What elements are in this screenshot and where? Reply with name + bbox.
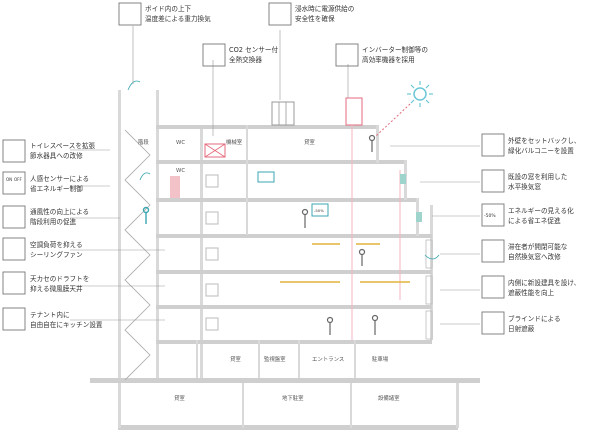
motion-sensor-icon	[2, 171, 26, 195]
void-icon	[118, 2, 142, 26]
flood-power-line2: 安全性を確保	[295, 14, 335, 23]
void-ventilation-line1: ボイド内の上下	[145, 4, 192, 13]
sun-icon	[413, 87, 427, 101]
building-structure	[90, 80, 480, 430]
co2-line1: CO2 センサー付	[229, 45, 278, 54]
room-labels: 階段 WC WC 機械室 貸室 貸室 監視盤室 エントランス 駐車場 貸室 地下…	[138, 138, 400, 402]
room-rental-top: 貸室	[304, 138, 315, 146]
room-stair: 階段	[138, 138, 149, 146]
co2-line2: 全熱交換器	[229, 55, 262, 64]
void-ventilation-line2: 温度差による重力換気	[145, 14, 211, 23]
monitor-percent-label: -50%	[314, 208, 324, 213]
ceiling-fan-line2: シーリングファン	[30, 250, 83, 259]
blind-line1: ブラインドによる	[508, 314, 561, 323]
ceiling-fan-icon	[2, 237, 26, 261]
percent-label: -50%	[484, 213, 496, 219]
room-entrance: エントランス	[312, 356, 344, 363]
energy-monitor-icon	[481, 203, 505, 227]
flood-power-icon	[268, 2, 292, 26]
draft-ceiling-line2: 抑える微風膜天井	[30, 284, 83, 293]
toilet-icon	[2, 139, 26, 163]
room-wc: WC	[176, 140, 185, 146]
draft-ceiling-line1: 天カセのドラフトを	[30, 275, 89, 283]
room-rental-1f: 貸室	[230, 355, 241, 363]
inverter-line1: インバーター制御等の	[362, 45, 428, 54]
blind-line2: 日射遮蔽	[508, 324, 535, 333]
motion-sensor-line2: 省エネルギー制御	[30, 184, 83, 193]
annotation-icons	[2, 2, 505, 335]
motion-sensor-line1: 人感センサーによる	[30, 174, 89, 183]
greenery-icon	[481, 133, 505, 157]
natural-window-line2: 自然換気窓へ改修	[508, 252, 561, 261]
room-equipment: 設備諸室	[378, 394, 400, 402]
flood-power-line1: 浸水時に電源供給の	[295, 4, 354, 13]
stairs-line1: 通風性の向上による	[30, 207, 89, 216]
on-label: ON	[6, 177, 12, 182]
off-label: OFF	[14, 177, 22, 182]
kitchen-line2: 自由自在にキッチン設置	[30, 320, 103, 329]
room-monitor: 監視盤室	[264, 355, 286, 363]
shading-line1: 内側に新設建具を設け、	[508, 278, 580, 287]
horizontal-window-line2: 水平換気窓	[508, 182, 541, 191]
annotation-text: ボイド内の上下 温度差による重力換気 浸水時に電源供給の 安全性を確保 CO2 …	[30, 4, 581, 333]
kitchen-icon	[2, 307, 26, 331]
setback-line2: 緑化バルコニーを設置	[508, 146, 574, 155]
energy-visual-line1: エネルギーの見える化	[508, 206, 574, 215]
inverter-icon	[335, 43, 359, 67]
draft-ceiling-icon	[2, 271, 26, 295]
window-icon	[481, 169, 505, 193]
natural-window-icon	[481, 239, 505, 263]
room-parking: 駐車場	[372, 355, 389, 363]
room-basement: 地下駐室	[282, 394, 304, 402]
toilet-line2: 節水器具への改修	[30, 151, 83, 160]
inverter-line2: 高効率機器を採用	[362, 55, 415, 64]
stairs-icon	[2, 205, 26, 229]
stairs-line2: 階段利用の促進	[30, 217, 77, 226]
ceiling-fan-line1: 空調負荷を抑える	[30, 240, 83, 249]
toilet-line1: トイレスペースを拡張	[30, 141, 96, 150]
co2-icon	[202, 43, 226, 67]
natural-window-line1: 滞在者が開閉可能な	[508, 242, 568, 251]
room-machine: 機械室	[226, 138, 243, 146]
energy-visual-line2: による省エネ促進	[508, 216, 561, 225]
room-wc-2: WC	[176, 168, 185, 174]
leader-lines	[70, 26, 480, 325]
horizontal-window-line1: 既設の窓を利用した	[508, 172, 567, 181]
shading-icon	[481, 275, 505, 299]
blind-icon	[481, 311, 505, 335]
room-rental-b1: 貸室	[174, 394, 185, 402]
setback-line1: 外壁をセットバックし、	[508, 136, 581, 145]
kitchen-line1: テナント内に	[30, 310, 70, 319]
shading-line2: 遮蔽性能を向上	[508, 288, 555, 297]
